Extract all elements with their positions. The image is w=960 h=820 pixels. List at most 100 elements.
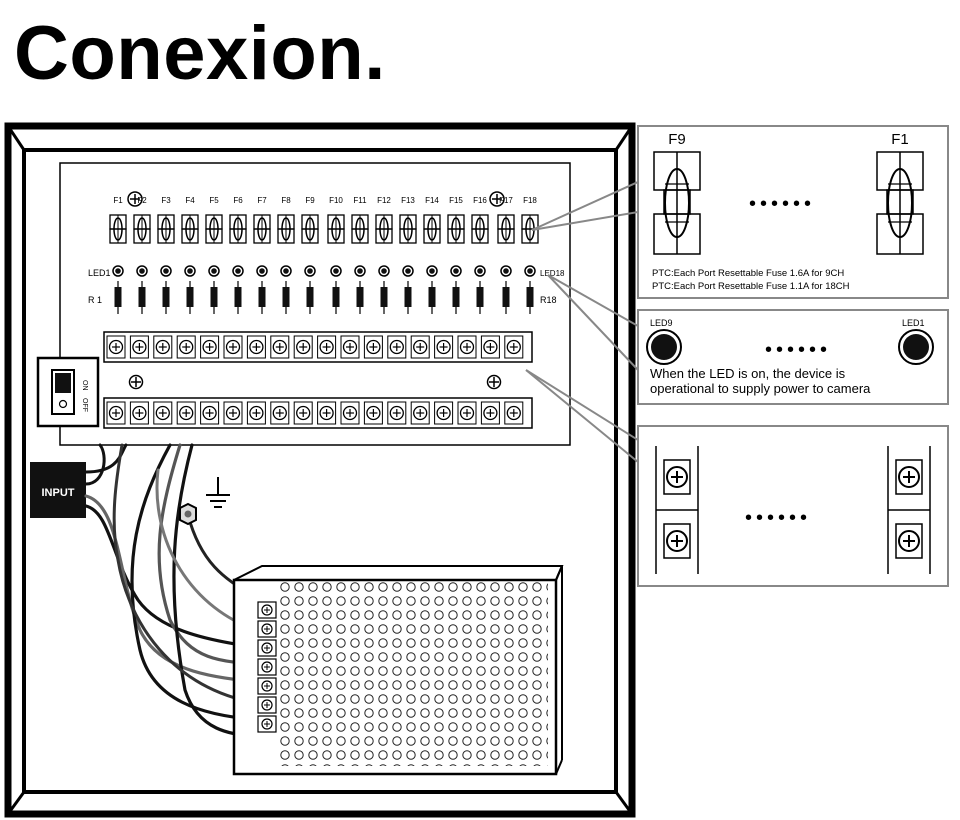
- power-supply: [232, 565, 564, 776]
- terminal-detail-panel: ••••••: [637, 425, 949, 587]
- resistor: [114, 281, 122, 314]
- led-indicator: [304, 265, 316, 277]
- fuse-label: F3: [161, 196, 171, 205]
- wiring-bundle: [84, 443, 264, 738]
- fuse-label: F14: [425, 196, 439, 205]
- screw-terminal: [293, 401, 313, 425]
- resistor: [138, 281, 146, 314]
- fuse-detail-panel: F9 F1 •••••• PTC:Each Port Resettable Fu…: [637, 125, 949, 299]
- switch-off-label: OFF: [81, 398, 88, 412]
- screw-terminal: [106, 401, 126, 425]
- screw-terminal: [176, 335, 196, 359]
- ptc-fuse: [497, 214, 515, 244]
- ptc-fuse: [181, 214, 199, 244]
- ptc-fuse: [157, 214, 175, 244]
- ptc-fuse: [447, 214, 465, 244]
- ptc-fuse: [351, 214, 369, 244]
- resistor: [234, 281, 242, 314]
- led-detail-left-label: LED9: [650, 318, 673, 328]
- resistor: [452, 281, 460, 314]
- screw-terminal: [200, 335, 220, 359]
- screw-terminal: [387, 401, 407, 425]
- fuse-label: F10: [329, 196, 343, 205]
- screw-terminal: [153, 401, 173, 425]
- screw-terminal: [387, 335, 407, 359]
- fuse-label: F5: [209, 196, 219, 205]
- screw-terminal: [363, 401, 383, 425]
- fuse-label: F17: [499, 196, 513, 205]
- led-indicator: [256, 265, 268, 277]
- led-indicator: [524, 265, 536, 277]
- fuse-label: F13: [401, 196, 415, 205]
- callout-lines: [525, 181, 639, 463]
- r18-label: R18: [540, 295, 557, 305]
- fuse-label: F18: [523, 196, 537, 205]
- plus-symbol: [486, 374, 502, 390]
- led-indicator: [280, 265, 292, 277]
- led-indicator: [378, 265, 390, 277]
- screw-terminal: [270, 335, 290, 359]
- screw-terminal: [129, 335, 149, 359]
- ptc-fuse: [375, 214, 393, 244]
- input-connector: INPUT: [30, 462, 86, 518]
- led-indicator: [184, 265, 196, 277]
- screw-terminal: [223, 401, 243, 425]
- led-indicator: [500, 265, 512, 277]
- fuse-label: F9: [305, 196, 315, 205]
- psu-terminal: [257, 658, 277, 676]
- fuse-label: F12: [377, 196, 391, 205]
- screw-terminal: [457, 401, 477, 425]
- ptc-fuse: [253, 214, 271, 244]
- terminal-column-right: [887, 446, 931, 574]
- terminal-column-left: [655, 446, 699, 574]
- ptc-fuse: [423, 214, 441, 244]
- page-title: Conexion.: [14, 11, 386, 96]
- resistor: [162, 281, 170, 314]
- led-indicator: [112, 265, 124, 277]
- resistor: [380, 281, 388, 314]
- mounting-screw: [489, 191, 505, 207]
- psu-terminal: [257, 715, 277, 733]
- ptc-fuse: [277, 214, 295, 244]
- screw-terminal: [246, 335, 266, 359]
- led18-label: LED18: [540, 269, 565, 278]
- screw-terminal: [504, 401, 524, 425]
- fuse-note-18ch: PTC:Each Port Resettable Fuse 1.1A for 1…: [652, 281, 850, 292]
- led-detail-ellipsis: ••••••: [765, 339, 831, 361]
- resistor: [428, 281, 436, 314]
- led-icon: [646, 329, 682, 365]
- screw-terminal: [410, 335, 430, 359]
- led-indicator: [136, 265, 148, 277]
- fuse-large: [653, 151, 701, 255]
- led-indicator: [450, 265, 462, 277]
- ground-icon: [206, 477, 230, 508]
- led-detail-panel: LED9 LED1 •••••• When the LED is on, the…: [637, 309, 949, 405]
- fuse-label: F4: [185, 196, 195, 205]
- screw-terminal: [153, 335, 173, 359]
- screw-terminal: [176, 401, 196, 425]
- resistor: [404, 281, 412, 314]
- ptc-fuse: [133, 214, 151, 244]
- screw-terminal: [223, 335, 243, 359]
- mounting-screw: [127, 191, 143, 207]
- screw-terminal: [434, 335, 454, 359]
- resistor: [332, 281, 340, 314]
- input-label: INPUT: [42, 487, 75, 499]
- led-indicator: [474, 265, 486, 277]
- screw-terminal: [340, 401, 360, 425]
- resistor: [306, 281, 314, 314]
- led-indicator: [160, 265, 172, 277]
- psu-terminal: [257, 620, 277, 638]
- ptc-fuse: [229, 214, 247, 244]
- power-switch[interactable]: ON OFF: [36, 356, 100, 428]
- resistor: [356, 281, 364, 314]
- ptc-fuse: [109, 214, 127, 244]
- fuse-label: F11: [353, 196, 367, 205]
- resistor: [282, 281, 290, 314]
- ptc-fuse: [301, 214, 319, 244]
- screw-terminal: [293, 335, 313, 359]
- screw-terminal: [317, 401, 337, 425]
- screw-terminal: [340, 335, 360, 359]
- screw-terminal: [129, 401, 149, 425]
